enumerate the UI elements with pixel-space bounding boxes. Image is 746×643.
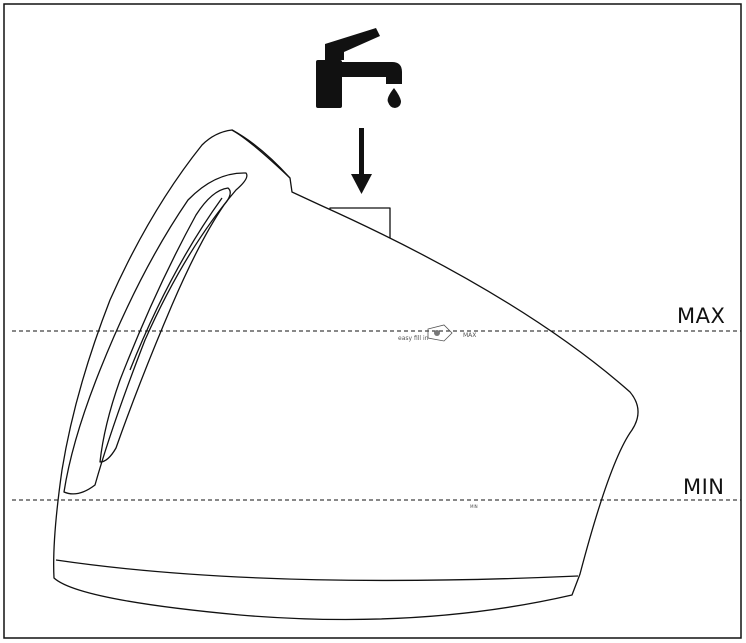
kettle-handle: [63, 172, 248, 495]
embossed-min-text: MIN: [470, 504, 478, 509]
min-label: MIN: [683, 475, 725, 499]
embossed-max-text: MAX: [463, 332, 476, 339]
kettle-illustration: [53, 129, 639, 621]
kettle-body: [53, 129, 639, 621]
max-label: MAX: [677, 304, 725, 328]
diagram-frame: [3, 3, 742, 639]
embossed-brand-text: easy fill in: [398, 335, 429, 342]
tap-icon: [316, 28, 402, 108]
water-drop-icon: [387, 88, 401, 108]
brand-logo-icon: [427, 324, 453, 342]
arrow-down-icon: [351, 128, 372, 194]
